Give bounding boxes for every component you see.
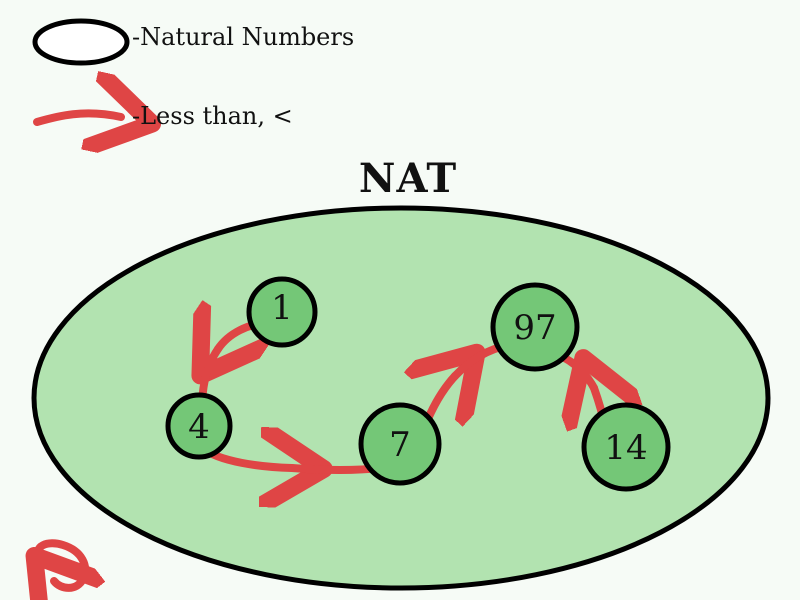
less-than-legend-arrow-icon [33, 113, 121, 122]
node-1-label: 1 [271, 288, 293, 328]
natural-numbers-set [31, 205, 771, 591]
undo-button[interactable] [38, 539, 85, 588]
node-14-label: 14 [604, 428, 647, 468]
natural-numbers-legend-ellipse-icon [32, 18, 130, 66]
node-97-label: 97 [513, 308, 556, 348]
node-7-label: 7 [389, 425, 411, 465]
node-4-label: 4 [188, 407, 210, 447]
node-7: 7 [358, 402, 442, 486]
undo-icon[interactable] [38, 539, 85, 588]
node-97: 97 [490, 282, 580, 372]
less-than-legend-label: -Less than, < [132, 102, 293, 130]
set-title: NAT [359, 155, 457, 202]
node-1: 1 [246, 276, 318, 348]
node-4: 4 [165, 392, 233, 460]
node-14: 14 [581, 402, 671, 492]
natural-numbers-legend-label: -Natural Numbers [132, 23, 354, 51]
